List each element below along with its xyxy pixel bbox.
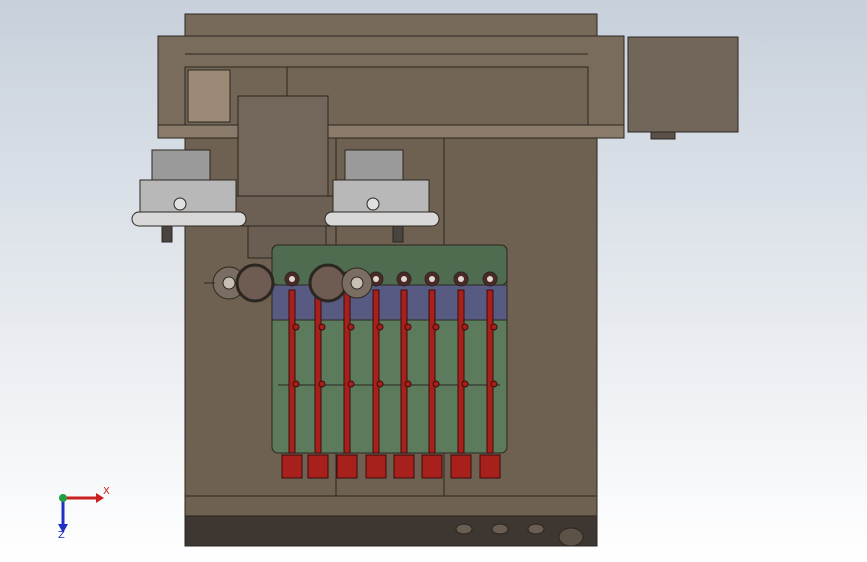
green-panel-head bbox=[271, 244, 508, 286]
arm-joint bbox=[318, 380, 326, 388]
arm-joint bbox=[404, 323, 412, 331]
arm-joint bbox=[432, 380, 440, 388]
x-axis-label: X bbox=[103, 486, 110, 497]
red-arm bbox=[343, 289, 351, 454]
center-column bbox=[237, 95, 329, 197]
left-guard-foot bbox=[161, 225, 173, 243]
coordinate-triad bbox=[58, 493, 104, 533]
right-guard-housing bbox=[344, 149, 404, 183]
red-arm-foot bbox=[393, 454, 415, 479]
control-knob-3[interactable] bbox=[527, 523, 545, 535]
left-guard-tube bbox=[131, 211, 247, 227]
left-guard-unit bbox=[131, 149, 247, 243]
control-knob-large[interactable] bbox=[558, 527, 584, 547]
red-arm-foot bbox=[450, 454, 472, 479]
motor-box bbox=[627, 36, 739, 133]
left-roller bbox=[235, 263, 275, 303]
arm-joint bbox=[347, 323, 355, 331]
right-guard-bolt bbox=[366, 197, 380, 211]
red-arm-foot bbox=[281, 454, 303, 479]
arm-pivot-pin bbox=[373, 276, 379, 282]
arm-pivot-pin bbox=[289, 276, 295, 282]
machine-assembly bbox=[131, 13, 739, 547]
right-pulley-inner bbox=[350, 276, 364, 290]
red-arm-foot bbox=[421, 454, 443, 479]
z-axis-label: Z bbox=[58, 530, 65, 541]
arm-joint bbox=[461, 323, 469, 331]
z-axis-arrowhead bbox=[58, 524, 68, 533]
arm-joint bbox=[376, 380, 384, 388]
arm-pivot-pin bbox=[429, 276, 435, 282]
left-pulley-inner bbox=[222, 276, 236, 290]
red-arm bbox=[288, 289, 296, 454]
triad-origin bbox=[59, 494, 67, 502]
arm-joint bbox=[318, 323, 326, 331]
arm-joint bbox=[490, 323, 498, 331]
red-arm-foot bbox=[336, 454, 358, 479]
red-arm-foot bbox=[479, 454, 501, 479]
red-arm-group bbox=[281, 271, 501, 479]
red-arm bbox=[486, 289, 494, 454]
arm-joint bbox=[432, 323, 440, 331]
control-knob-1[interactable] bbox=[455, 523, 473, 535]
arm-joint bbox=[461, 380, 469, 388]
blue-band bbox=[271, 284, 508, 321]
center-column-lower bbox=[227, 195, 339, 227]
arm-pivot-pin bbox=[401, 276, 407, 282]
red-arm bbox=[400, 289, 408, 454]
left-guard-bolt bbox=[173, 197, 187, 211]
red-arm bbox=[314, 289, 322, 454]
red-arm bbox=[457, 289, 465, 454]
arm-pivot-pin bbox=[487, 276, 493, 282]
arm-joint bbox=[292, 380, 300, 388]
top-cap bbox=[184, 13, 598, 37]
arm-joint bbox=[376, 323, 384, 331]
right-roller bbox=[308, 263, 348, 303]
arm-joint bbox=[347, 380, 355, 388]
right-guard-unit bbox=[324, 149, 440, 243]
right-guard-foot bbox=[392, 225, 404, 243]
arm-pivot-pin bbox=[458, 276, 464, 282]
red-arm-foot bbox=[307, 454, 329, 479]
right-guard-tube bbox=[324, 211, 440, 227]
x-axis-arrowhead bbox=[96, 493, 104, 503]
left-window bbox=[187, 69, 231, 123]
upper-frame-lip bbox=[157, 124, 625, 139]
motor-box-foot bbox=[650, 131, 676, 140]
control-knob-2[interactable] bbox=[491, 523, 509, 535]
left-guard-housing bbox=[151, 149, 211, 183]
arm-joint bbox=[490, 380, 498, 388]
red-arm-foot bbox=[365, 454, 387, 479]
arm-joint bbox=[292, 323, 300, 331]
arm-joint bbox=[404, 380, 412, 388]
red-arm bbox=[428, 289, 436, 454]
red-arm bbox=[372, 289, 380, 454]
